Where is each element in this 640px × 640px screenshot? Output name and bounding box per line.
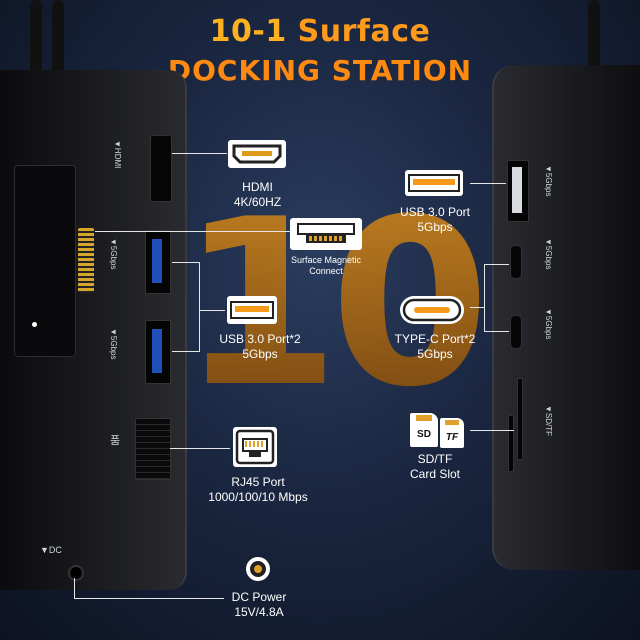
usb3x2-label: USB 3.0 Port*2 5Gbps — [210, 332, 310, 362]
sd-card-icon: SD — [410, 413, 438, 447]
right-sdtf-side-label: ▼SD/TF — [544, 405, 553, 437]
usb-a-icon — [227, 296, 277, 324]
dc-label: DC Power 15V/4.8A — [220, 590, 298, 620]
rj45-icon — [233, 427, 277, 467]
hdmi-port — [150, 135, 172, 202]
dc-label-line2: 15V/4.8A — [234, 605, 284, 619]
hdmi-side-label: ▼HDMI — [113, 140, 122, 169]
title-line-1: 10-1 Surface — [0, 14, 640, 49]
typec-line-in — [470, 307, 484, 308]
usb2-side-label: ▼5Gbps — [109, 328, 118, 360]
rj45-label-line2: 1000/100/10 Mbps — [208, 490, 308, 504]
surface-line — [95, 231, 290, 232]
typec-port-1 — [510, 245, 522, 279]
typec-line-top — [484, 264, 509, 265]
usb-3-icon — [405, 170, 463, 196]
usb3-label-line2: 5Gbps — [417, 220, 453, 234]
usb-line-top — [172, 262, 200, 263]
usb1-side-label: ▼5Gbps — [109, 238, 118, 270]
rj45-port — [135, 418, 171, 480]
usb3x2-label-line1: USB 3.0 Port*2 — [219, 332, 301, 346]
rj45-side-label: 품 — [110, 435, 121, 447]
tf-card-text: TF — [445, 432, 459, 443]
sdtf-label-line2: Card Slot — [409, 467, 461, 481]
surface-connector-pins — [78, 228, 94, 293]
dc-line-horiz — [74, 598, 224, 599]
usb-port-1 — [145, 230, 171, 294]
usb-line-out — [200, 310, 225, 311]
sdtf-label-line1: SD/TF — [417, 452, 453, 466]
sdtf-label: SD/TF Card Slot — [395, 452, 475, 482]
typec-port-2 — [510, 315, 522, 349]
usb-port-2 — [145, 320, 171, 384]
dc-side-label: ▼DC — [40, 545, 62, 555]
rj45-label-line1: RJ45 Port — [231, 475, 285, 489]
dc-line-vert — [74, 578, 75, 598]
surface-label-line1: Surface Magnetic — [290, 255, 362, 265]
usb-line-bottom — [172, 351, 200, 352]
sdtf-line — [470, 430, 514, 431]
sd-slot — [517, 378, 523, 460]
dc-power-icon — [244, 555, 272, 583]
rj45-label: RJ45 Port 1000/100/10 Mbps — [198, 475, 318, 505]
surface-label-line2: Connect — [309, 266, 343, 276]
r-usb-line — [470, 183, 506, 184]
connector-led — [32, 322, 37, 327]
hdmi-label-line2: 4K/60HZ — [233, 195, 282, 209]
typec-line-vert — [484, 264, 485, 332]
right-usb-side-label: ▼5Gbps — [544, 165, 553, 197]
hdmi-icon — [228, 140, 286, 168]
rj45-line — [170, 448, 230, 449]
sd-card-text: SD — [417, 429, 431, 440]
usb3-label-line1: USB 3.0 Port — [399, 205, 471, 219]
tf-slot — [508, 415, 514, 472]
tf-card-icon: TF — [440, 418, 464, 448]
dc-port — [68, 565, 84, 581]
usb3-label: USB 3.0 Port 5Gbps — [390, 205, 480, 235]
hdmi-label: HDMI 4K/60HZ — [215, 180, 300, 210]
type-c-icon — [400, 296, 464, 324]
surface-connector-block — [14, 165, 76, 357]
right-usb-port — [507, 160, 529, 222]
hdmi-label-line1: HDMI — [242, 180, 273, 194]
right-typec2-side-label: ▼5Gbps — [544, 308, 553, 340]
hdmi-line — [172, 153, 227, 154]
dc-label-line1: DC Power — [231, 590, 287, 604]
usb3x2-label-line2: 5Gbps — [242, 347, 278, 361]
typec-label: TYPE-C Port*2 5Gbps — [385, 332, 485, 362]
typec-line-bottom — [484, 331, 509, 332]
surface-label: Surface Magnetic Connect — [280, 255, 372, 277]
title-number: 10-1 — [209, 14, 287, 49]
typec-label-line2: 5Gbps — [417, 347, 453, 361]
usb-line-vert — [199, 262, 200, 352]
title-line-2: DOCKING STATION — [167, 54, 473, 87]
title-word: Surface — [297, 14, 431, 49]
right-typec1-side-label: ▼5Gbps — [544, 238, 553, 270]
typec-label-line1: TYPE-C Port*2 — [394, 332, 476, 346]
surface-connector-icon — [290, 218, 362, 250]
